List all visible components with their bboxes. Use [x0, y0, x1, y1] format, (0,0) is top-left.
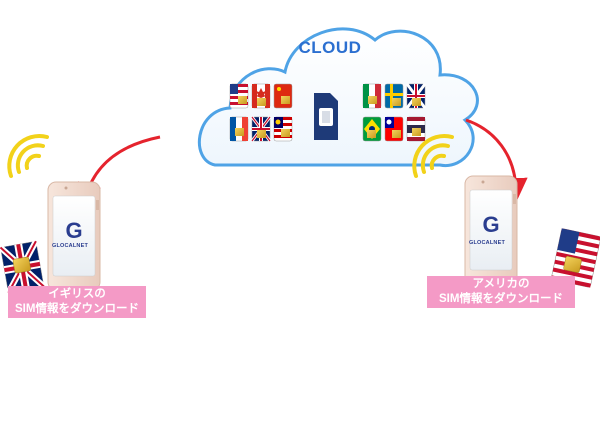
uk-sim-card-icon	[0, 239, 46, 295]
caption-line: イギリスの	[48, 288, 106, 300]
brand-label: GLOCALNET	[468, 240, 506, 246]
caption-uk-download: イギリスの SIM情報をダウンロード	[8, 286, 146, 318]
sim-flag-france-icon	[229, 116, 249, 142]
sim-flag-canada-icon	[251, 83, 271, 109]
sim-flag-china-icon	[273, 83, 293, 109]
blank-sim-card-icon	[314, 93, 338, 140]
caption-line: SIM情報をダウンロード	[439, 293, 563, 305]
sim-flag-usa-icon	[229, 83, 249, 109]
sim-flag-brazil-icon	[362, 116, 382, 142]
svg-text:G: G	[65, 218, 82, 243]
sim-flag-malaysia-icon	[273, 116, 293, 142]
wifi-icon	[7, 134, 49, 178]
svg-text:G: G	[482, 212, 499, 237]
mobile-router-left: G	[47, 181, 101, 291]
sim-flag-thailand-icon	[406, 116, 426, 142]
sim-flag-italy-icon	[362, 83, 382, 109]
sim-flag-uk-icon	[405, 83, 427, 109]
sim-flag-sweden-icon	[384, 83, 404, 109]
wifi-icon	[412, 134, 454, 178]
glocalnet-logo-icon: G	[482, 212, 499, 237]
mobile-router-right: G	[464, 175, 518, 285]
sim-card-group-left	[229, 83, 293, 142]
sim-flag-uk-icon	[250, 116, 272, 142]
caption-usa-download: アメリカの SIM情報をダウンロード	[427, 276, 575, 308]
sim-card-group-right	[362, 83, 427, 142]
caption-line: アメリカの	[472, 278, 530, 290]
caption-line: SIM情報をダウンロード	[15, 303, 139, 315]
cloud-title: CLOUD	[298, 38, 362, 57]
glocalnet-logo-icon: G	[65, 218, 82, 243]
brand-label: GLOCALNET	[51, 243, 89, 249]
sim-flag-taiwan-icon	[384, 116, 404, 142]
